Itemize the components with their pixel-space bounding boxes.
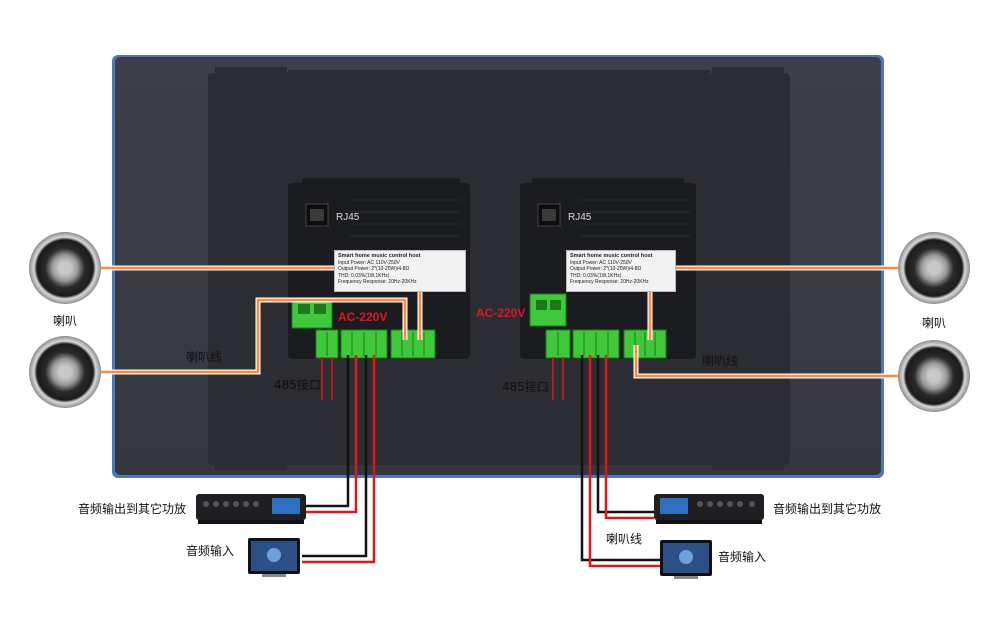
left-sticker-line: Input Power: AC 110V-250V — [338, 259, 400, 266]
speaker-left-top — [29, 232, 101, 304]
speaker-right-top — [898, 232, 970, 304]
left-sticker-line: THD: 0.03%(1W,1KHz) — [338, 272, 390, 279]
speaker-wire-left-label: 喇叭线 — [186, 350, 223, 364]
left-485-label: 485接口 — [274, 378, 321, 392]
left-rj45-label: RJ45 — [336, 212, 360, 223]
amplifier-right — [654, 494, 764, 524]
right-spec-sticker: Smart home music control host Input Powe… — [566, 250, 676, 292]
right-sticker-title: Smart home music control host — [570, 253, 653, 259]
audio-in-right-label: 音频输入 — [718, 550, 767, 564]
left-terminals — [291, 299, 436, 359]
right-sticker-line: Output Power: 2*(10-20W)/4-8Ω — [570, 266, 642, 272]
rs485-wires — [321, 357, 564, 400]
right-terminals — [529, 293, 667, 359]
speaker-right-bottom — [898, 340, 970, 412]
speaker-left-label: 喇叭 — [53, 314, 78, 328]
right-sticker-line: Frequency Response: 20Hz-20KHz — [570, 279, 649, 285]
speaker-wire-right-label: 喇叭线 — [702, 354, 739, 368]
amplifier-left — [196, 494, 306, 524]
right-485-label: 485接口 — [502, 380, 549, 394]
left-sticker-line: Frequency Response: 20Hz-20KHz — [338, 279, 417, 285]
audio-cables — [302, 355, 660, 568]
audio-out-right-label: 音频输出到其它功放 — [773, 502, 882, 516]
right-sticker-line: Input Power: AC 110V-250V — [570, 259, 632, 266]
audio-in-left-label: 音频输入 — [186, 544, 235, 558]
right-sticker-line: THD: 0.03%(1W,1KHz) — [570, 272, 622, 279]
audio-out-left-label: 音频输出到其它功放 — [78, 502, 187, 516]
right-rj45-label: RJ45 — [568, 212, 592, 223]
left-sticker-title: Smart home music control host — [338, 253, 421, 259]
speaker-wire-bottom-label: 喇叭线 — [606, 532, 643, 546]
speaker-right-label: 喇叭 — [922, 316, 947, 330]
left-ac-label: AC-220V — [338, 310, 388, 324]
panel-back — [112, 55, 884, 478]
right-ac-label: AC-220V — [476, 306, 526, 320]
left-spec-sticker: Smart home music control host Input Powe… — [334, 250, 466, 292]
left-sticker-line: Output Power: 2*(10-20W)/4-8Ω — [338, 266, 410, 272]
tv-left — [248, 538, 300, 577]
tv-right — [660, 540, 712, 579]
speaker-left-bottom — [29, 336, 101, 408]
